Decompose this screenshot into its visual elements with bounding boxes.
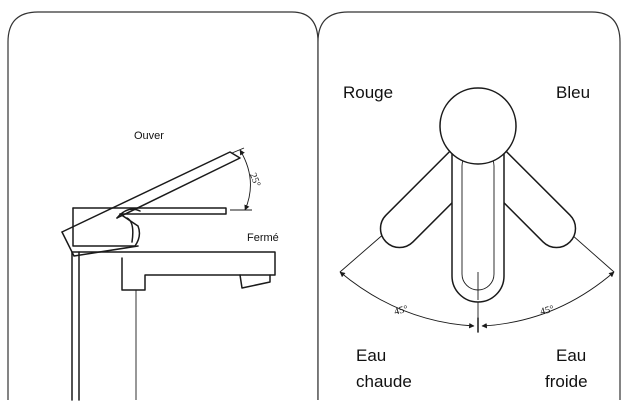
side-view-frame [7, 11, 319, 400]
left-angle-label: 45° [393, 304, 409, 318]
angle-arc [239, 149, 251, 211]
spout [71, 251, 276, 291]
open-lever-base [61, 231, 139, 257]
closed-lever [72, 207, 227, 215]
closed-label: Fermé [247, 232, 279, 244]
tilt-angle-label: 25° [247, 171, 262, 188]
hot-water-line1: Eau [356, 346, 386, 365]
open-label: Ouver [134, 130, 164, 142]
right-angle-label: 45° [539, 304, 555, 318]
hub-curve [126, 217, 134, 243]
open-lever [61, 151, 241, 233]
cold-water-line1: Eau [556, 346, 586, 365]
cold-water-line2: froide [545, 372, 588, 391]
angle-extension-open [231, 147, 245, 154]
left-angle-arc [339, 271, 475, 329]
faucet-knob [439, 87, 517, 165]
top-view-panel: Rouge Bleu 45° 45° Eau chaude Eau froide [317, 11, 621, 400]
right-angle-arc [481, 271, 615, 329]
spout-tip [239, 274, 271, 289]
red-label: Rouge [343, 83, 393, 102]
side-view-panel: 25° Ouver Fermé [7, 11, 319, 401]
hot-water-line2: chaude [356, 372, 412, 391]
blue-label: Bleu [556, 83, 590, 102]
open-lever-curve [116, 208, 141, 219]
